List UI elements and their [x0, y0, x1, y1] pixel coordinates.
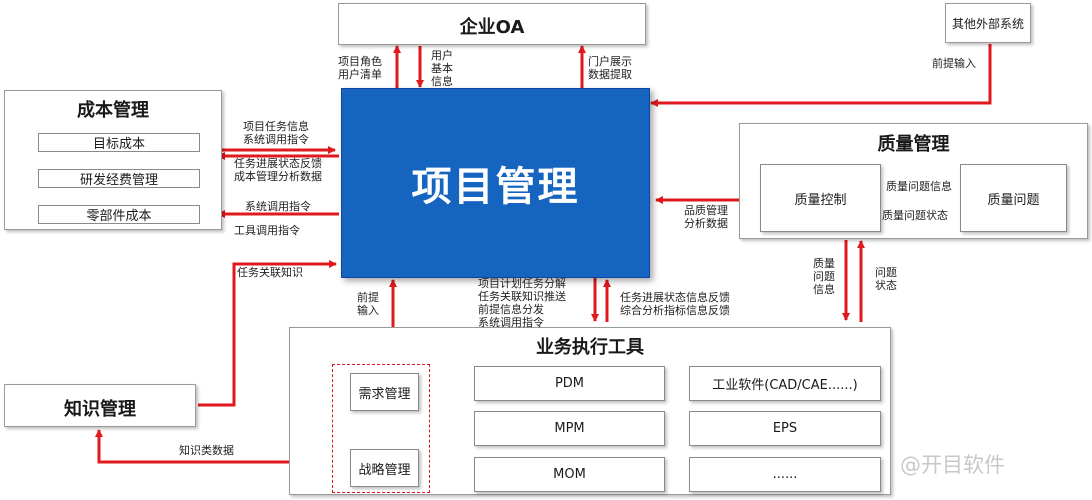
cost-item-target[interactable]: 目标成本 — [38, 133, 200, 152]
label-cost-task: 项目任务信息 系统调用指令 — [243, 120, 309, 146]
dashed-group — [332, 364, 430, 493]
cost-management-box[interactable]: 成本管理 目标成本 研发经费管理 零部件成本 — [4, 90, 222, 230]
external-system-box[interactable]: 其他外部系统 — [945, 3, 1031, 43]
cost-management-title: 成本管理 — [77, 100, 149, 121]
business-tools-title: 业务执行工具 — [536, 337, 644, 358]
label-quality-issue-state: 质量问题状态 — [882, 209, 948, 222]
label-cost-tool: 工具调用指令 — [234, 224, 300, 237]
tool-mom[interactable]: MOM — [474, 457, 665, 492]
knowledge-management-box[interactable]: 知识管理 — [4, 384, 196, 427]
label-oa-role: 项目角色 用户清单 — [338, 55, 382, 81]
label-external-input: 前提输入 — [932, 57, 976, 70]
label-cost-sys: 系统调用指令 — [245, 200, 311, 213]
business-tools-box[interactable]: 业务执行工具 需求管理 战略管理 PDM 工业软件(CAD/CAE......)… — [289, 327, 891, 495]
label-cost-feedback: 任务进展状态反馈 成本管理分析数据 — [234, 157, 322, 183]
quality-management-box[interactable]: 质量管理 质量控制 质量问题 — [739, 123, 1088, 239]
tool-requirements[interactable]: 需求管理 — [350, 373, 419, 411]
label-tools-prereq: 前提 输入 — [357, 291, 379, 317]
tool-more[interactable]: ...... — [689, 457, 881, 492]
label-oa-portal: 门户展示 数据提取 — [588, 55, 632, 81]
project-management-title: 项目管理 — [411, 164, 580, 210]
arrow-external-to-pm — [650, 44, 992, 107]
tool-pdm[interactable]: PDM — [474, 366, 665, 401]
tool-eps[interactable]: EPS — [689, 411, 881, 446]
quality-issue-box[interactable]: 质量问题 — [960, 164, 1067, 232]
tool-mpm[interactable]: MPM — [474, 411, 665, 446]
oa-box[interactable]: 企业OA — [338, 3, 646, 45]
cost-item-rd-funding[interactable]: 研发经费管理 — [38, 169, 200, 188]
label-knowledge-data: 知识类数据 — [179, 444, 234, 457]
quality-management-title: 质量管理 — [877, 134, 950, 155]
project-management-box[interactable]: 项目管理 — [341, 88, 650, 278]
oa-title: 企业OA — [459, 17, 525, 38]
tool-industrial-software[interactable]: 工业软件(CAD/CAE......) — [689, 366, 881, 401]
label-oa-user: 用户 基本 信息 — [431, 49, 453, 88]
external-system-title: 其他外部系统 — [951, 17, 1024, 31]
watermark: @开目软件 — [900, 453, 1005, 477]
tool-strategy[interactable]: 战略管理 — [350, 449, 419, 487]
label-tools-feedback: 任务进展状态信息反馈 综合分析指标信息反馈 — [620, 291, 730, 317]
knowledge-management-title: 知识管理 — [64, 399, 136, 420]
label-quality-data: 品质管理 分析数据 — [684, 204, 728, 230]
label-tools-plan: 项目计划任务分解 任务关联知识推送 前提信息分发 系统调用指令 — [478, 277, 566, 329]
label-quality-issue-info: 质量问题信息 — [886, 180, 952, 193]
quality-control-box[interactable]: 质量控制 — [760, 164, 881, 232]
label-quality-down: 质量 问题 信息 — [813, 257, 835, 296]
label-task-knowledge: 任务关联知识 — [237, 266, 303, 279]
cost-item-parts[interactable]: 零部件成本 — [38, 205, 200, 224]
label-quality-up: 问题 状态 — [875, 266, 897, 292]
